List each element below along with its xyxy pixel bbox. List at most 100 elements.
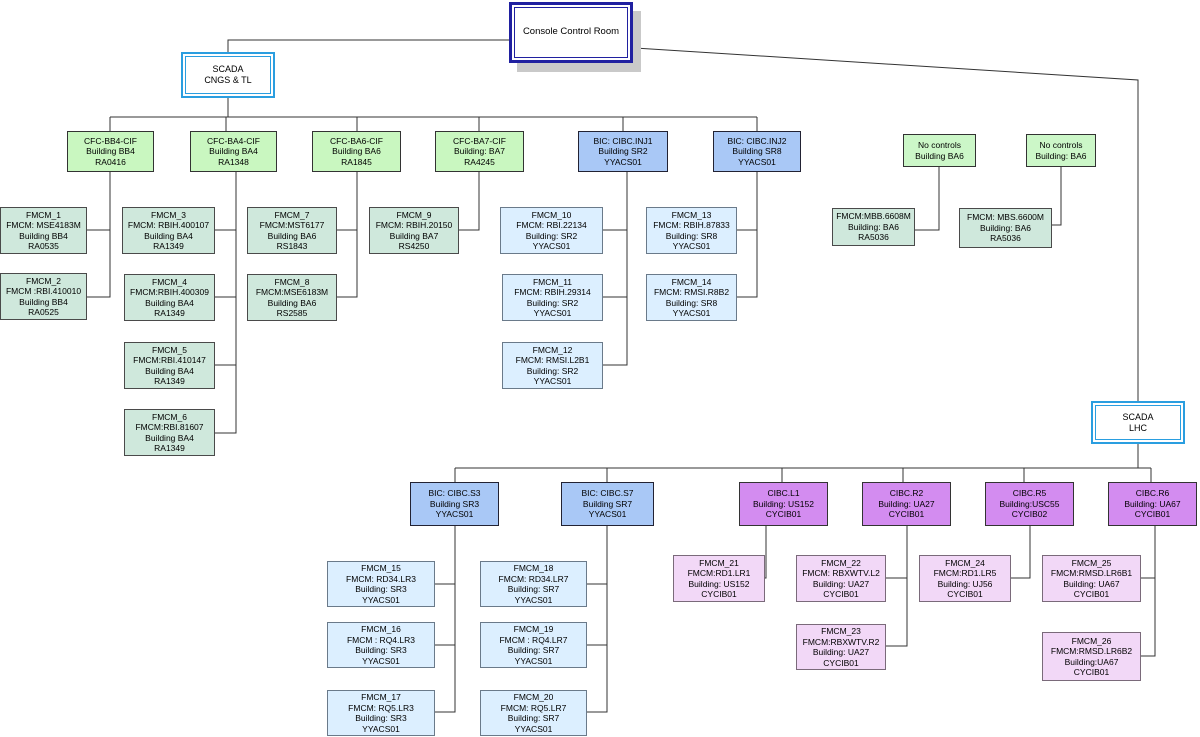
node-line: FMCM: RBIH.20150 (375, 220, 453, 230)
node-line: Building: BA6 (979, 222, 1032, 233)
node-line: Building: SR8 (665, 230, 718, 241)
node-line: CIBC.R2 (889, 488, 924, 499)
node-line: FMCM_3 (151, 209, 186, 220)
fmcm-node: FMCM:MBB.6608M Building: BA6 RA5036 (832, 208, 915, 246)
node-line: RA5036 (990, 233, 1021, 244)
node-line: Building: SR7 (507, 645, 560, 655)
node-line: FMCM_13 (671, 209, 712, 220)
node-line: No controls (1039, 140, 1083, 150)
node-line: YYACS01 (738, 156, 776, 167)
node-line: Building: UA27 (812, 647, 870, 657)
node-line: FMCM: MSE4183M (6, 220, 81, 230)
node-line: Building: UA67 (1063, 578, 1120, 589)
node-line: Building SR7 (582, 498, 633, 509)
node-line: FMCM:MST6177 (259, 220, 325, 230)
node-line: FMCM:RMSD.LR6B1 (1050, 568, 1133, 578)
fmcm-node: FMCM_2 FMCM :RBI.410010 Building BB4 RA0… (0, 273, 87, 320)
controller-bic-s3: BIC: CIBC.S3 Building SR3 YYACS01 (410, 482, 499, 526)
node-line: Building: UA27 (878, 498, 935, 509)
fmcm-node: FMCM_22 FMCM: RBXWTV.L2 Building: UA27 C… (796, 555, 886, 602)
node-line: YYACS01 (588, 509, 627, 520)
node-line: FMCM_16 (361, 624, 401, 634)
node-line: RA0525 (28, 307, 59, 317)
fmcm-node: FMCM_11 FMCM: RBIH.29314 Building: SR2 Y… (502, 274, 603, 321)
node-line: FMCM: RQ5.LR7 (500, 702, 567, 713)
node-line: CFC-BA4-CIF (207, 135, 260, 146)
node-line: Building BB4 (19, 296, 68, 307)
node-line: FMCM_6 (152, 411, 187, 422)
node-line: FMCM_23 (821, 626, 861, 636)
no-controls-ba6-b: No controls Building: BA6 (1026, 134, 1096, 167)
fmcm-node: FMCM_23 FMCM:RBXWTV.R2 Building: UA27 CY… (796, 624, 886, 670)
node-line: FMCM: RD34.LR7 (498, 573, 569, 584)
node-line: Building BA6 (915, 150, 964, 161)
fmcm-node: FMCM_3 FMCM: RBIH.400107 Building BA4 RA… (122, 207, 215, 254)
fmcm-node: FMCM_17 FMCM: RQ5.LR3 Building: SR3 YYAC… (327, 690, 435, 736)
node-line: YYACS01 (435, 509, 474, 520)
node-line: CYCIB02 (1011, 509, 1048, 520)
node-line: FMCM_4 (152, 276, 187, 287)
node-line: YYACS01 (604, 156, 642, 167)
node-line: FMCM:RD1.LR1 (687, 568, 751, 578)
node-line: FMCM : RQ4.LR7 (499, 634, 568, 645)
node-line: BIC: CIBC.S3 (428, 488, 481, 499)
node-line: RA5036 (858, 232, 889, 243)
node-line: RA1348 (218, 156, 249, 167)
node-line: CFC-BB4-CIF (84, 135, 137, 146)
node-line: FMCM_22 (821, 557, 861, 568)
node-line: Building BA4 (144, 230, 193, 241)
node-line: YYACS01 (532, 241, 571, 251)
node-line: YYACS01 (362, 594, 400, 605)
node-line: FMCM: RMSI.R8B2 (653, 287, 730, 297)
fmcm-node: FMCM_5 FMCM:RBI.410147 Building BA4 RA13… (124, 342, 215, 389)
node-line: CIBC.R6 (1135, 488, 1170, 499)
node-line: CYCIB01 (823, 657, 859, 668)
node-line: YYACS01 (362, 655, 400, 666)
node-line: FMCM : RQ4.LR3 (346, 634, 415, 645)
node-line: CYCIB01 (1073, 667, 1110, 677)
node-line: YYACS01 (672, 241, 711, 251)
fmcm-node: FMCM_13 FMCM: RBIH.87833 Building: SR8 Y… (646, 207, 737, 254)
node-line: CYCIB01 (1134, 509, 1171, 520)
fmcm-node: FMCM_20 FMCM: RQ5.LR7 Building: SR7 YYAC… (480, 690, 587, 736)
node-line: FMCM: RBIH.400107 (127, 220, 210, 230)
node-line: FMCM:MSE6183M (255, 287, 329, 297)
node-line: RA4245 (464, 156, 495, 167)
node-line: RA0416 (95, 156, 126, 167)
node-line: CYCIB01 (888, 509, 925, 520)
controller-cfc-bb4: CFC-BB4-CIF Building BB4 RA0416 (67, 131, 154, 172)
node-line: FMCM_19 (513, 624, 554, 634)
node-line: FMCM:RBIH.400309 (130, 287, 209, 297)
controller-cibc-r2: CIBC.R2 Building: UA27 CYCIB01 (862, 482, 951, 526)
node-line: FMCM :RBI.410010 (5, 286, 82, 296)
node-line: Building BA4 (145, 297, 194, 308)
node-line: Building BA4 (145, 432, 194, 443)
node-line: FMCM_18 (513, 563, 554, 573)
node-line: Building: SR3 (355, 584, 407, 594)
controller-bic-s7: BIC: CIBC.S7 Building SR7 YYACS01 (561, 482, 654, 526)
fmcm-node: FMCM_24 FMCM:RD1.LR5 Building: UJ56 CYCI… (919, 555, 1011, 602)
node-line: FMCM_26 (1071, 635, 1112, 646)
node-line: FMCM_21 (699, 557, 739, 568)
node-line: RA1349 (154, 308, 185, 318)
fmcm-node: FMCM_18 FMCM: RD34.LR7 Building: SR7 YYA… (480, 561, 587, 607)
node-line: Building: SR2 (525, 230, 578, 241)
scada-lhc-line-2: LHC (1128, 422, 1147, 433)
controller-cfc-ba6: CFC-BA6-CIF Building BA6 RA1845 (312, 131, 401, 172)
node-line: CFC-BA6-CIF (330, 135, 383, 146)
fmcm-node: FMCM_4 FMCM:RBIH.400309 Building BA4 RA1… (124, 274, 215, 321)
node-line: CYCIB01 (947, 589, 983, 599)
node-line: Building BA6 (332, 146, 381, 157)
node-line: YYACS01 (362, 723, 400, 734)
node-line: RS4250 (398, 241, 430, 251)
node-line: FMCM: RBXWTV.L2 (802, 568, 880, 578)
node-line: FMCM:MBB.6608M (836, 211, 911, 222)
node-line: YYACS01 (514, 723, 553, 734)
node-line: CIBC.L1 (767, 488, 800, 499)
scada-cngs-line-2: CNGS & TL (204, 75, 252, 85)
node-line: CYCIB01 (1073, 589, 1110, 599)
node-line: Building: US152 (688, 578, 750, 589)
fmcm-node: FMCM_16 FMCM : RQ4.LR3 Building: SR3 YYA… (327, 622, 435, 668)
fmcm-node: FMCM_12 FMCM: RMSI.L2B1 Building: SR2 YY… (502, 342, 603, 389)
